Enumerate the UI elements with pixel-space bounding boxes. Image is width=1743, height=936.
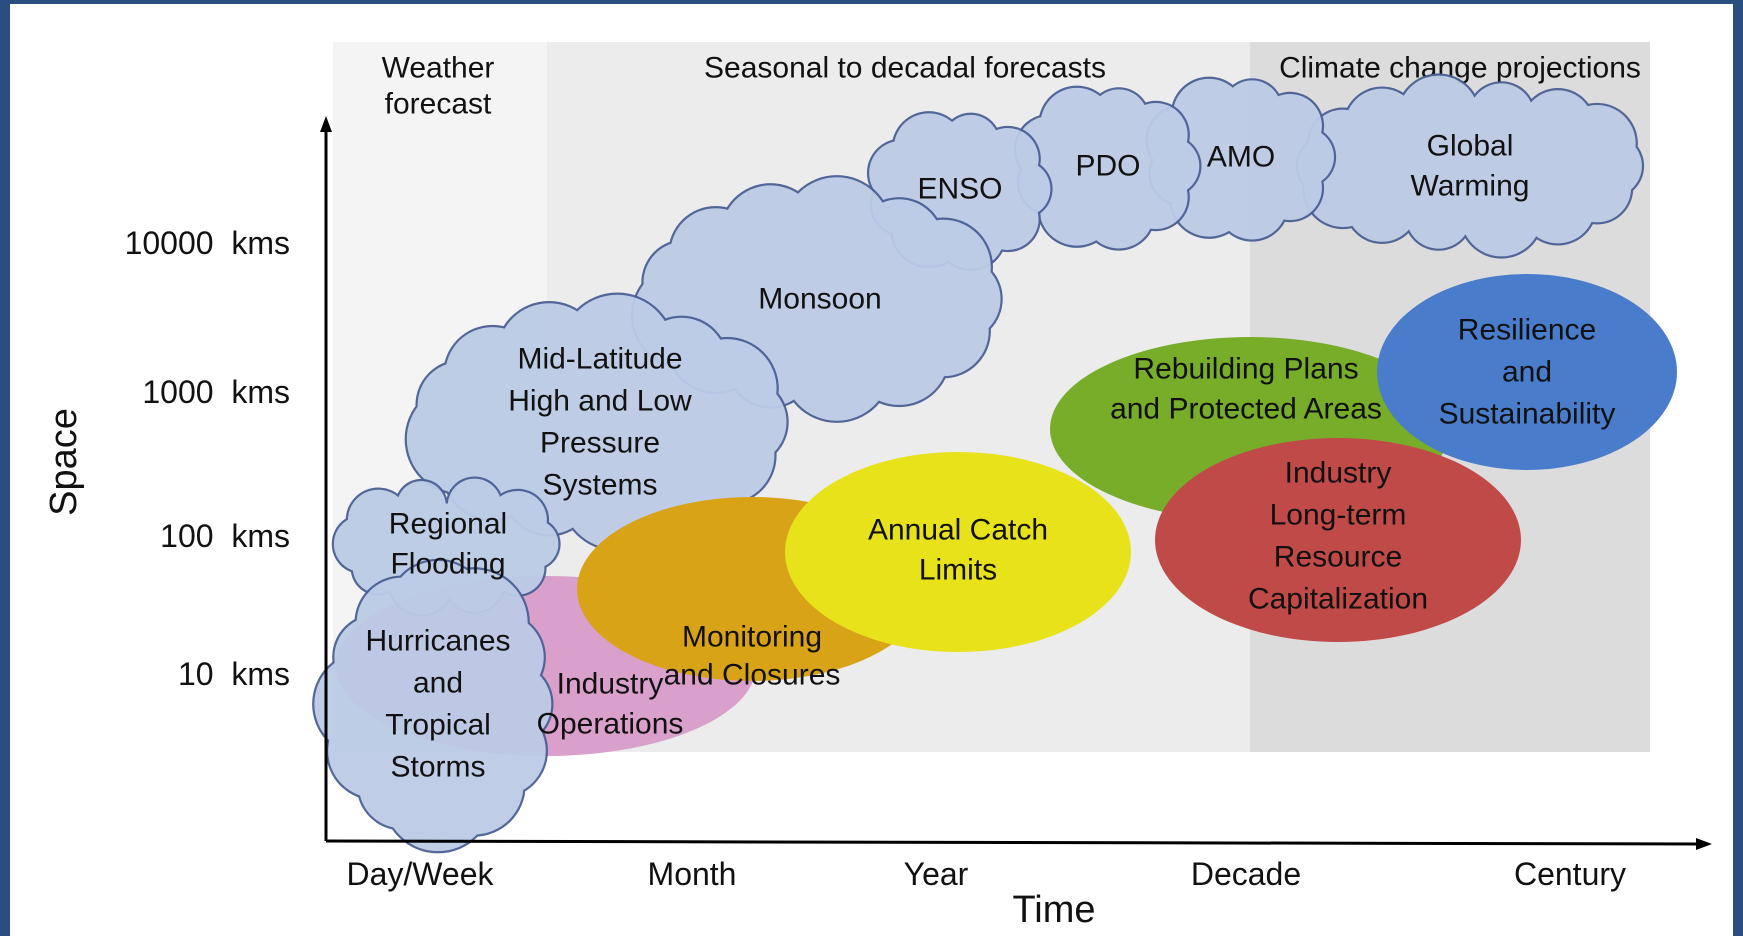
global-warming-cloud bbox=[1295, 73, 1645, 259]
x-tick-label: Year bbox=[904, 856, 969, 892]
x-axis-line bbox=[325, 839, 1701, 846]
hurricanes-label-line-2: and bbox=[413, 667, 463, 700]
resilience-label-line-1: Resilience bbox=[1458, 314, 1596, 347]
industry-operations-label-line-1: Industry bbox=[557, 668, 664, 701]
time-band-1-label: forecast bbox=[385, 88, 492, 121]
pdo-label-line-1: PDO bbox=[1075, 150, 1140, 183]
hurricanes-label-line-4: Storms bbox=[390, 751, 485, 784]
industry-longterm-label-line-2: Long-term bbox=[1270, 499, 1407, 532]
y-tick-label: 1000 kms bbox=[142, 374, 290, 410]
hurricanes-cloud bbox=[312, 558, 554, 854]
rebuilding-label-line-2: and Protected Areas bbox=[1110, 393, 1382, 426]
resilience-label-line-2: and bbox=[1502, 356, 1552, 389]
y-axis-title: Space bbox=[43, 408, 85, 516]
mid-latitude-label-line-4: Systems bbox=[542, 469, 657, 502]
x-axis-title: Time bbox=[1012, 889, 1095, 931]
time-band-3-label: Climate change projections bbox=[1279, 52, 1641, 85]
monitoring-label-line-2: and Closures bbox=[664, 659, 841, 692]
resilience-ellipse bbox=[1377, 274, 1677, 470]
global-warming-label-line-2: Warming bbox=[1411, 170, 1530, 203]
x-tick-label: Decade bbox=[1191, 856, 1301, 892]
monitoring-label-line-1: Monitoring bbox=[682, 621, 822, 654]
industry-longterm-label-line-3: Resource bbox=[1274, 541, 1402, 574]
hurricanes-label-line-3: Tropical bbox=[385, 709, 491, 742]
enso-label-line-1: ENSO bbox=[917, 173, 1002, 206]
industry-longterm-label-line-1: Industry bbox=[1285, 457, 1392, 490]
amo-label-line-1: AMO bbox=[1207, 141, 1275, 174]
x-tick-label: Century bbox=[1514, 856, 1626, 892]
mid-latitude-cloud bbox=[404, 292, 789, 552]
regional-flooding-label-line-1: Regional bbox=[389, 508, 507, 541]
time-band-2-label: Seasonal to decadal forecasts bbox=[704, 52, 1106, 85]
regional-flooding-label-line-2: Flooding bbox=[390, 548, 505, 581]
resilience-label-line-3: Sustainability bbox=[1439, 398, 1616, 431]
x-tick-label: Day/Week bbox=[346, 856, 494, 892]
mid-latitude-label-line-2: High and Low bbox=[508, 385, 692, 418]
rebuilding-label-line-1: Rebuilding Plans bbox=[1133, 353, 1358, 386]
y-axis-arrowhead bbox=[320, 116, 332, 132]
y-tick-label: 10000 kms bbox=[125, 225, 290, 261]
global-warming-label-line-1: Global bbox=[1427, 130, 1514, 163]
hurricanes-label-line-1: Hurricanes bbox=[365, 625, 510, 658]
x-axis-arrowhead bbox=[1696, 838, 1712, 850]
annual-catch-label-line-1: Annual Catch bbox=[868, 514, 1048, 547]
monsoon-label-line-1: Monsoon bbox=[758, 283, 881, 316]
industry-longterm-ellipse bbox=[1155, 438, 1521, 642]
annual-catch-ellipse bbox=[785, 452, 1131, 652]
industry-longterm-label-line-4: Capitalization bbox=[1248, 583, 1428, 616]
mid-latitude-label-line-3: Pressure bbox=[540, 427, 660, 460]
y-tick-label: 100 kms bbox=[160, 518, 290, 554]
industry-operations-label-line-2: Operations bbox=[537, 708, 684, 741]
y-tick-label: 10 kms bbox=[178, 656, 290, 692]
mid-latitude-label-line-1: Mid-Latitude bbox=[517, 343, 682, 376]
x-tick-label: Month bbox=[648, 856, 737, 892]
monsoon-cloud bbox=[630, 175, 1003, 423]
time-band-1-label: Weather bbox=[382, 52, 495, 85]
annual-catch-label-line-2: Limits bbox=[919, 554, 997, 587]
